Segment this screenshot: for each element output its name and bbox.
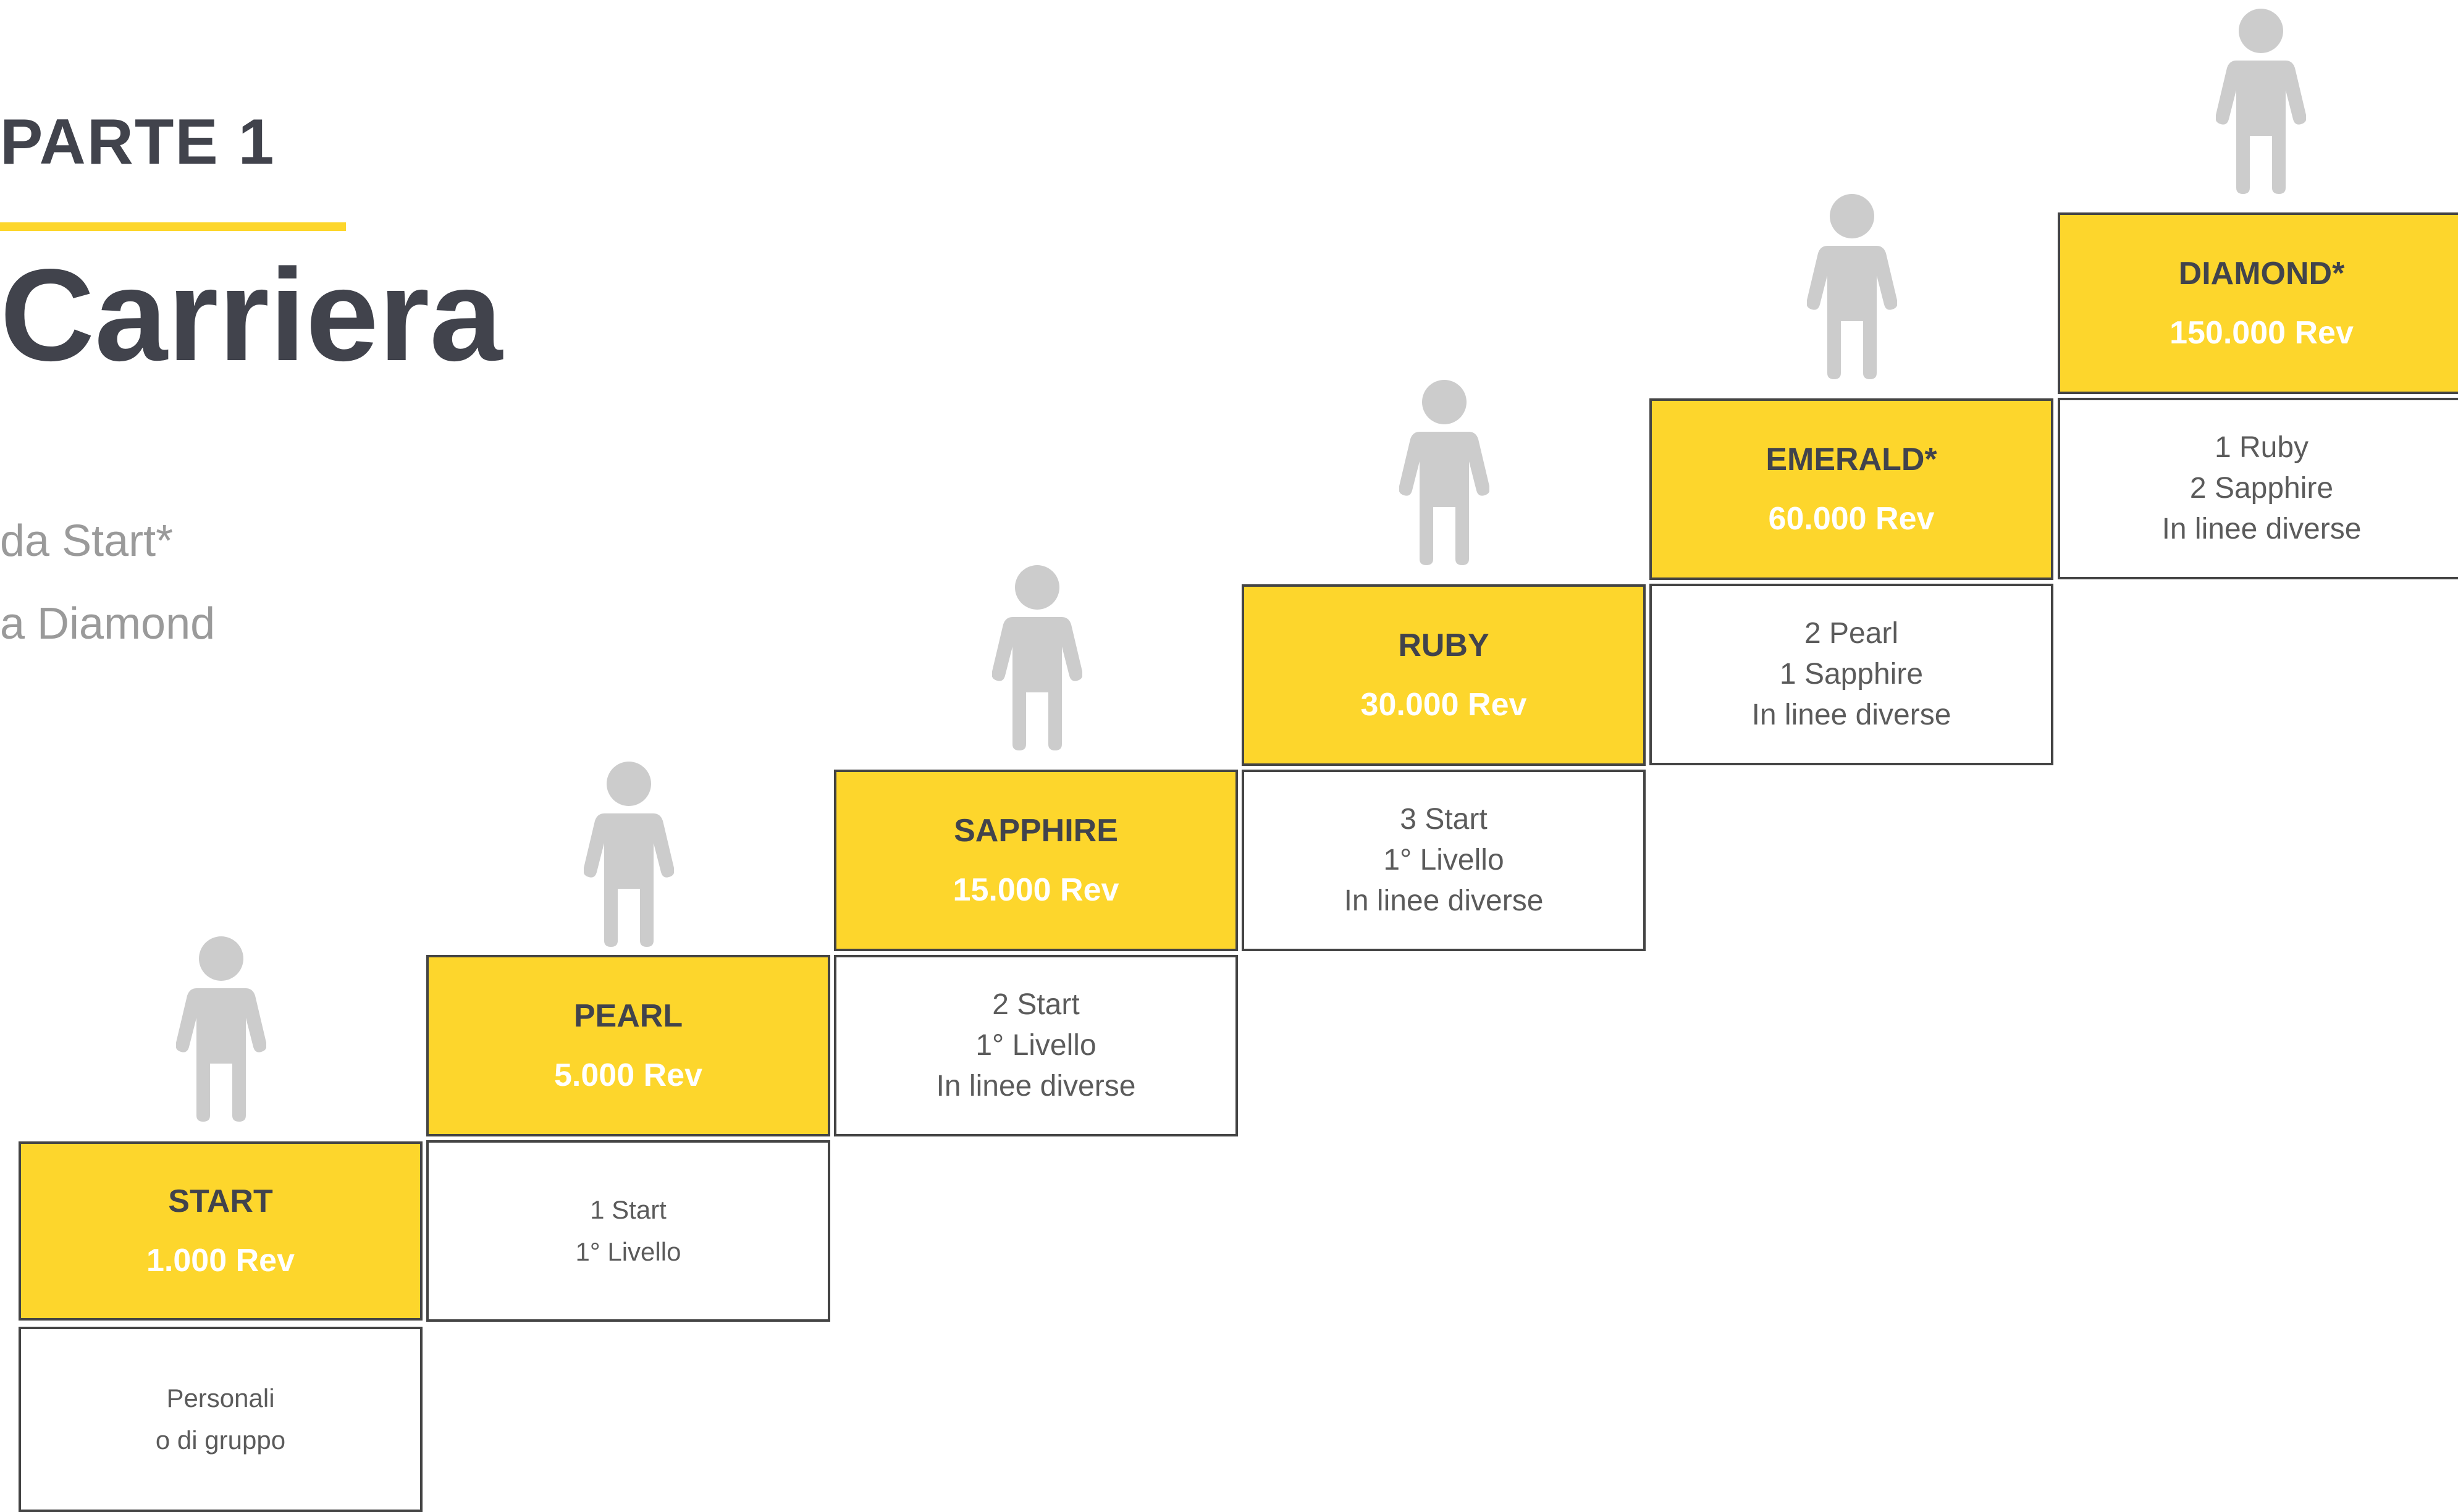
requirement-line: Personali xyxy=(166,1384,275,1413)
requirement-line: 1° Livello xyxy=(575,1237,681,1266)
person-icon xyxy=(2216,9,2306,194)
requirement-line: o di gruppo xyxy=(155,1426,286,1455)
requirements-card-sapphire: 2 Start 1° Livello In linee diverse xyxy=(834,955,1238,1136)
level-rev: 30.000 Rev xyxy=(1360,687,1527,723)
accent-divider xyxy=(0,222,346,231)
level-name: START xyxy=(168,1183,273,1219)
level-card-start: START 1.000 Rev xyxy=(19,1141,423,1321)
requirement-line: 2 Pearl xyxy=(1804,617,1899,650)
level-rev: 5.000 Rev xyxy=(554,1057,702,1093)
requirement-line: 1 Start xyxy=(590,1195,667,1224)
requirement-line: In linee diverse xyxy=(936,1070,1136,1102)
level-card-sapphire: SAPPHIRE 15.000 Rev xyxy=(834,770,1238,951)
level-name: RUBY xyxy=(1398,628,1489,663)
requirement-line: 3 Start xyxy=(1400,803,1488,836)
level-rev: 150.000 Rev xyxy=(2170,315,2354,351)
requirement-line: In linee diverse xyxy=(1751,699,1951,731)
level-rev: 15.000 Rev xyxy=(953,872,1119,908)
requirement-line: 1° Livello xyxy=(1383,844,1504,876)
level-rev: 60.000 Rev xyxy=(1768,501,1935,537)
person-icon xyxy=(176,936,266,1122)
page-title: Carriera xyxy=(0,242,503,388)
requirement-line: 1 Ruby xyxy=(2214,431,2309,464)
requirement-line: 2 Start xyxy=(992,988,1080,1021)
level-name: PEARL xyxy=(573,998,683,1034)
person-icon xyxy=(1807,194,1897,379)
requirement-line: 1 Sapphire xyxy=(1779,658,1924,691)
requirement-line: In linee diverse xyxy=(2161,513,2362,545)
requirements-card-diamond: 1 Ruby 2 Sapphire In linee diverse xyxy=(2058,398,2458,579)
level-card-pearl: PEARL 5.000 Rev xyxy=(426,955,830,1136)
level-name: SAPPHIRE xyxy=(954,813,1118,849)
requirements-card-emerald: 2 Pearl 1 Sapphire In linee diverse xyxy=(1649,584,2053,765)
requirement-line: 1° Livello xyxy=(975,1029,1096,1062)
level-card-ruby: RUBY 30.000 Rev xyxy=(1242,584,1646,766)
level-rev: 1.000 Rev xyxy=(146,1243,295,1279)
requirements-card-pearl: 1 Start 1° Livello xyxy=(426,1140,830,1322)
part-label: PARTE 1 xyxy=(0,106,276,178)
level-card-diamond: DIAMOND* 150.000 Rev xyxy=(2058,212,2458,394)
level-name: DIAMOND* xyxy=(2178,256,2345,292)
level-name: EMERALD* xyxy=(1766,442,1937,477)
level-card-emerald: EMERALD* 60.000 Rev xyxy=(1649,398,2053,580)
person-icon xyxy=(1399,380,1489,565)
person-icon xyxy=(584,762,674,947)
requirements-card-start: Personali o di gruppo xyxy=(19,1327,423,1512)
person-icon xyxy=(992,565,1082,750)
subtitle-line-1: da Start* xyxy=(0,516,174,566)
requirement-line: 2 Sapphire xyxy=(2189,472,2334,505)
requirement-line: In linee diverse xyxy=(1344,884,1544,917)
subtitle-line-2: a Diamond xyxy=(0,599,216,649)
requirements-card-ruby: 3 Start 1° Livello In linee diverse xyxy=(1242,770,1646,951)
